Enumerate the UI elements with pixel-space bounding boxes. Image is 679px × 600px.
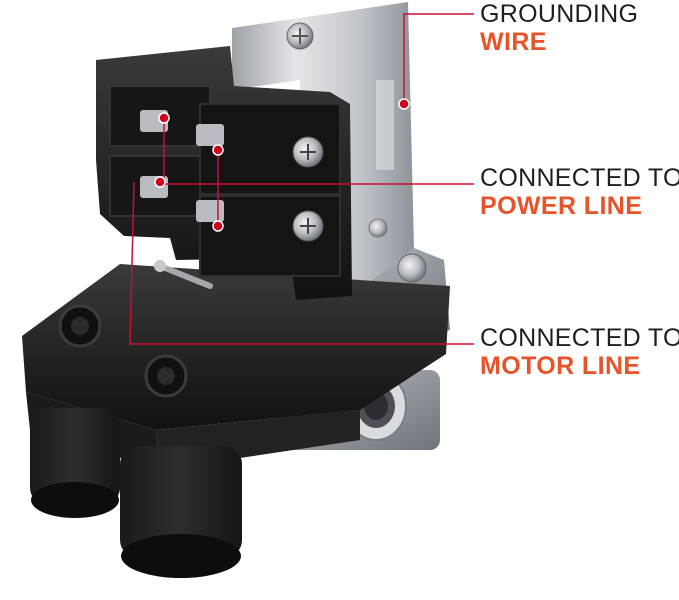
motor-leader — [129, 181, 474, 345]
power-marker-dot-2 — [212, 144, 224, 156]
callout-power-line: CONNECTED TO POWER LINE — [480, 164, 679, 220]
callout-motor-line2: MOTOR LINE — [480, 352, 641, 380]
callout-power-line1: CONNECTED TO — [480, 164, 679, 192]
callout-grounding-line2: WIRE — [480, 28, 547, 56]
callout-power-line2: POWER LINE — [480, 192, 643, 220]
cable-gland-right — [120, 446, 242, 578]
motor-marker-dot-1 — [154, 176, 166, 188]
motor-marker-dot-2 — [212, 220, 224, 232]
cable-gland-left — [30, 408, 120, 518]
callout-motor-line: CONNECTED TO MOTOR LINE — [480, 324, 679, 380]
terminal-block — [96, 46, 352, 300]
marker-dots — [154, 98, 410, 232]
power-marker-dot-1 — [158, 112, 170, 124]
grounding-marker-dot — [398, 98, 410, 110]
callout-grounding-wire: GROUNDING WIRE — [480, 0, 638, 56]
grounding-leader — [403, 13, 474, 104]
callout-motor-line1: CONNECTED TO — [480, 324, 679, 352]
callout-grounding-line1: GROUNDING — [480, 0, 639, 28]
